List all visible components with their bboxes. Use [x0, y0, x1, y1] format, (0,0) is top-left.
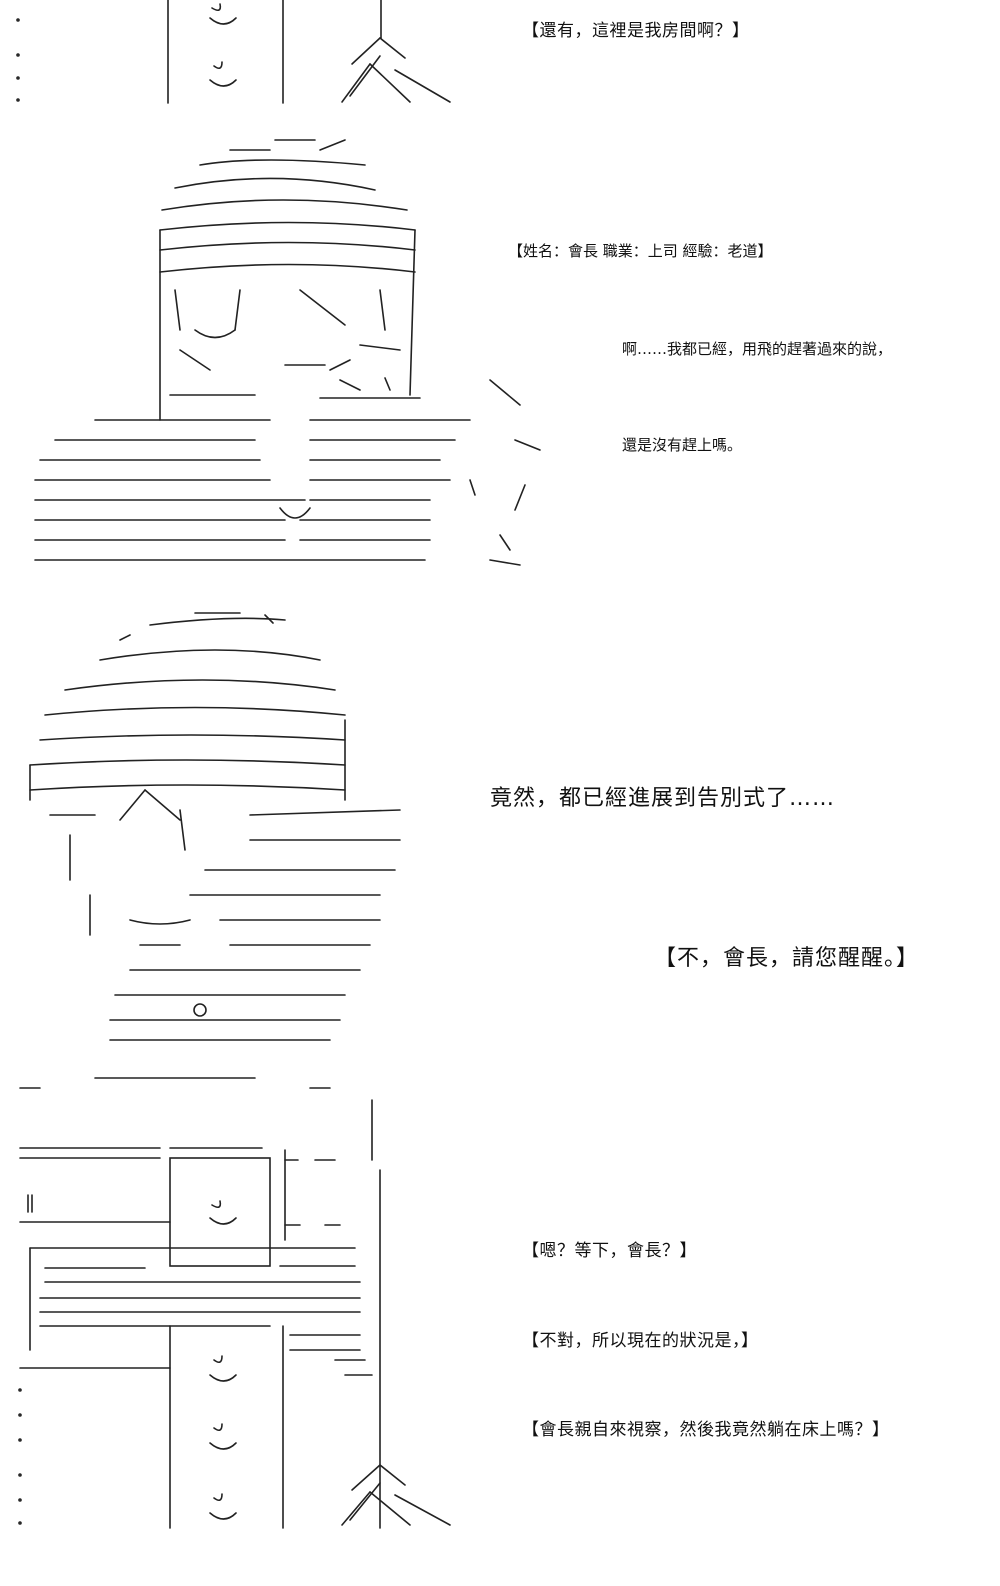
funeral-line: 竟然，都已經進展到告別式了……: [490, 786, 836, 811]
president-line-1: 啊……我都已經，用飛的趕著過來的說，: [622, 340, 893, 358]
top-altar-art: [16, 0, 451, 104]
confused-line: 【嗯？等下，會長？】: [522, 1241, 697, 1261]
room-question-text: 【還有，這裡是我房間啊？】: [522, 21, 750, 41]
inspection-line: 【會長親自來視察，然後我竟然躺在床上嗎？】: [522, 1420, 890, 1440]
president-art: [34, 139, 541, 566]
bottom-altar-art: [18, 1077, 451, 1529]
girl-art: [29, 612, 401, 1041]
president-line-2: 還是沒有趕上嗎。: [622, 436, 743, 454]
wake-up-line: 【不，會長，請您醒醒。】: [654, 946, 920, 971]
status-card-text: 【姓名：會長 職業：上司 經驗：老道】: [508, 242, 773, 260]
situation-line: 【不對，所以現在的狀況是，】: [522, 1331, 759, 1351]
